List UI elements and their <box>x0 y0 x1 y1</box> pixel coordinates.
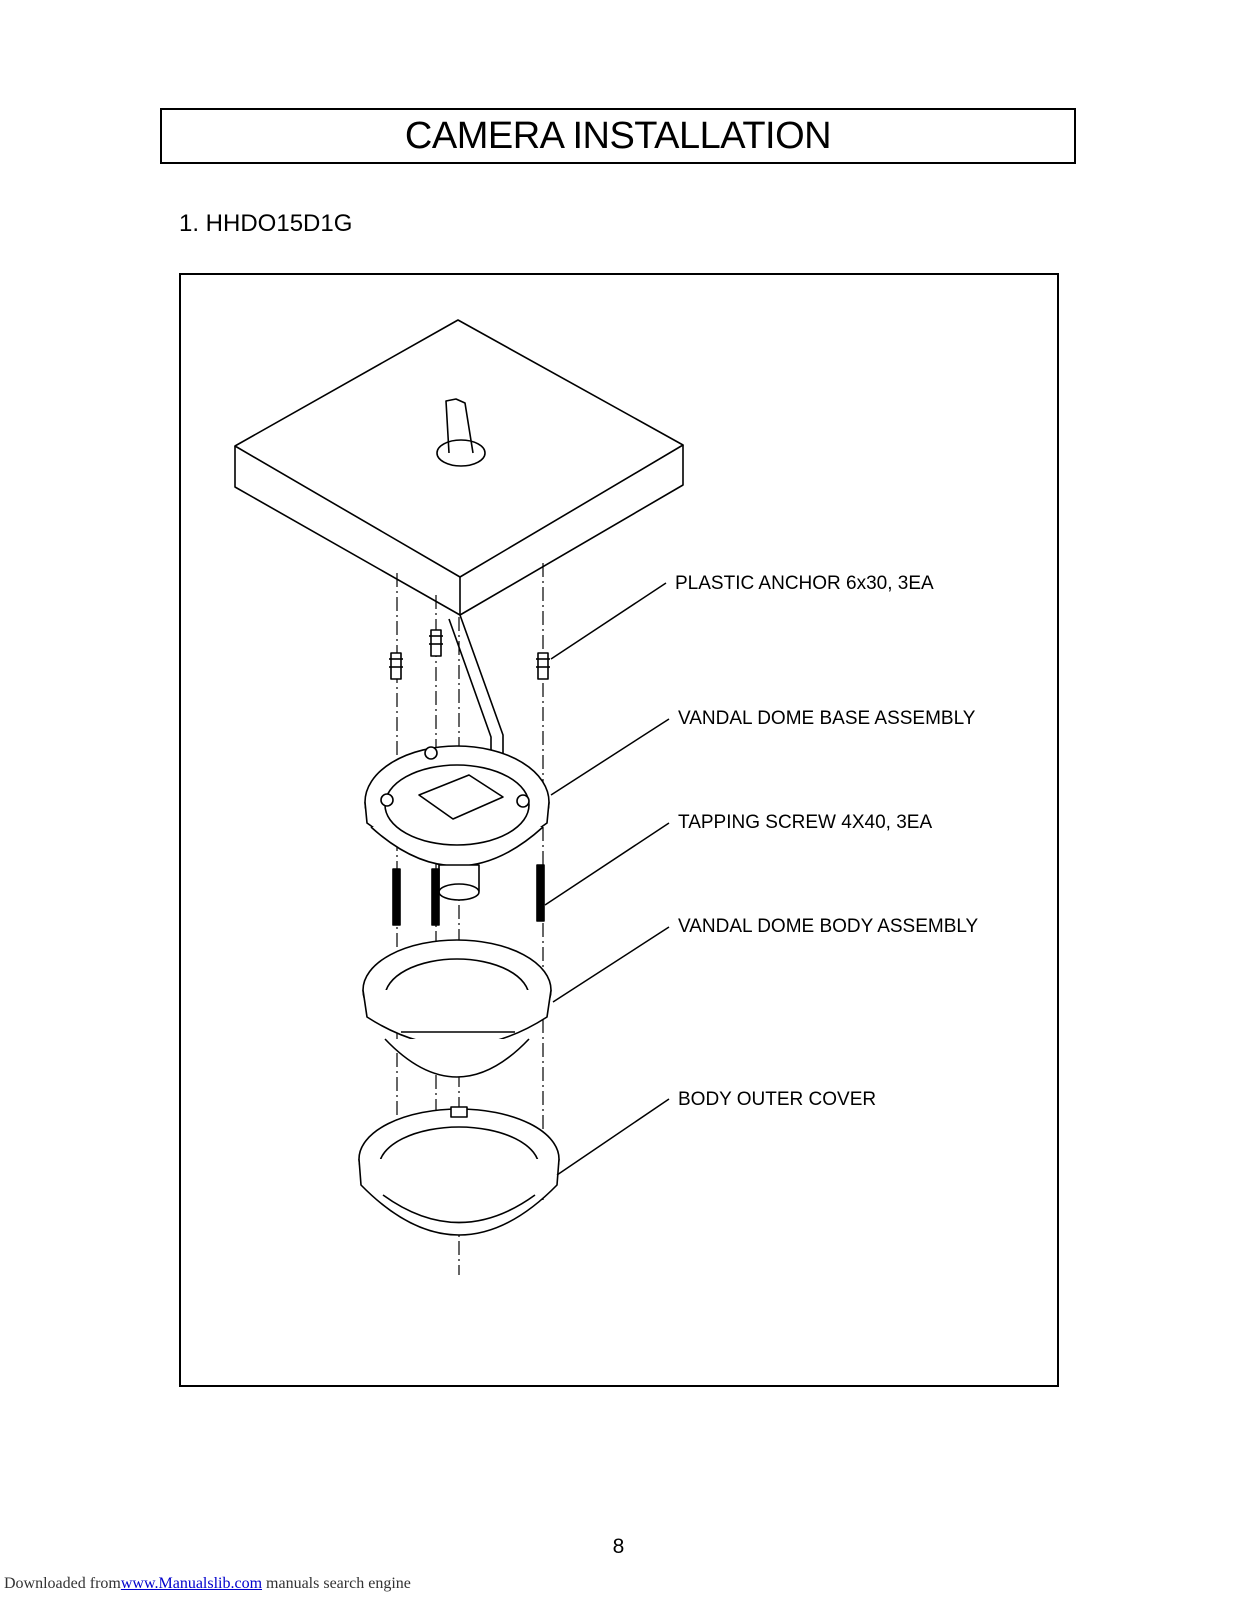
page-number: 8 <box>612 1535 625 1558</box>
plastic-anchors <box>389 629 550 680</box>
page-title: CAMERA INSTALLATION <box>404 114 832 157</box>
download-footer: Downloaded fromwww.Manualslib.com manual… <box>4 1575 411 1593</box>
exploded-view-drawing <box>234 319 684 1275</box>
section-heading: 1. HHDO15D1G <box>179 210 353 237</box>
callout-tapping-screw: TAPPING SCREW 4X40, 3EA <box>678 812 933 833</box>
callout-dome-body-assembly: VANDAL DOME BODY ASSEMBLY <box>678 916 979 937</box>
manualslib-link[interactable]: www.Manualslib.com <box>120 1575 263 1592</box>
ceiling-slab <box>234 319 684 616</box>
callout-body-outer-cover: BODY OUTER COVER <box>678 1089 877 1110</box>
leader-lines <box>544 582 670 1176</box>
footer-suffix: manuals search engine <box>266 1575 411 1592</box>
dome-base-assembly <box>364 745 550 901</box>
installation-diagram: PLASTIC ANCHOR 6x30, 3EA VANDAL DOME BAS… <box>179 273 1059 1387</box>
footer-prefix: Downloaded from <box>4 1575 121 1592</box>
callout-dome-base-assembly: VANDAL DOME BASE ASSEMBLY <box>678 708 976 729</box>
tapping-screws <box>392 864 545 926</box>
dome-body-assembly <box>362 939 552 1078</box>
callout-plastic-anchor: PLASTIC ANCHOR 6x30, 3EA <box>675 573 934 594</box>
body-outer-cover <box>358 1106 560 1236</box>
page-title-box: CAMERA INSTALLATION <box>160 108 1076 164</box>
